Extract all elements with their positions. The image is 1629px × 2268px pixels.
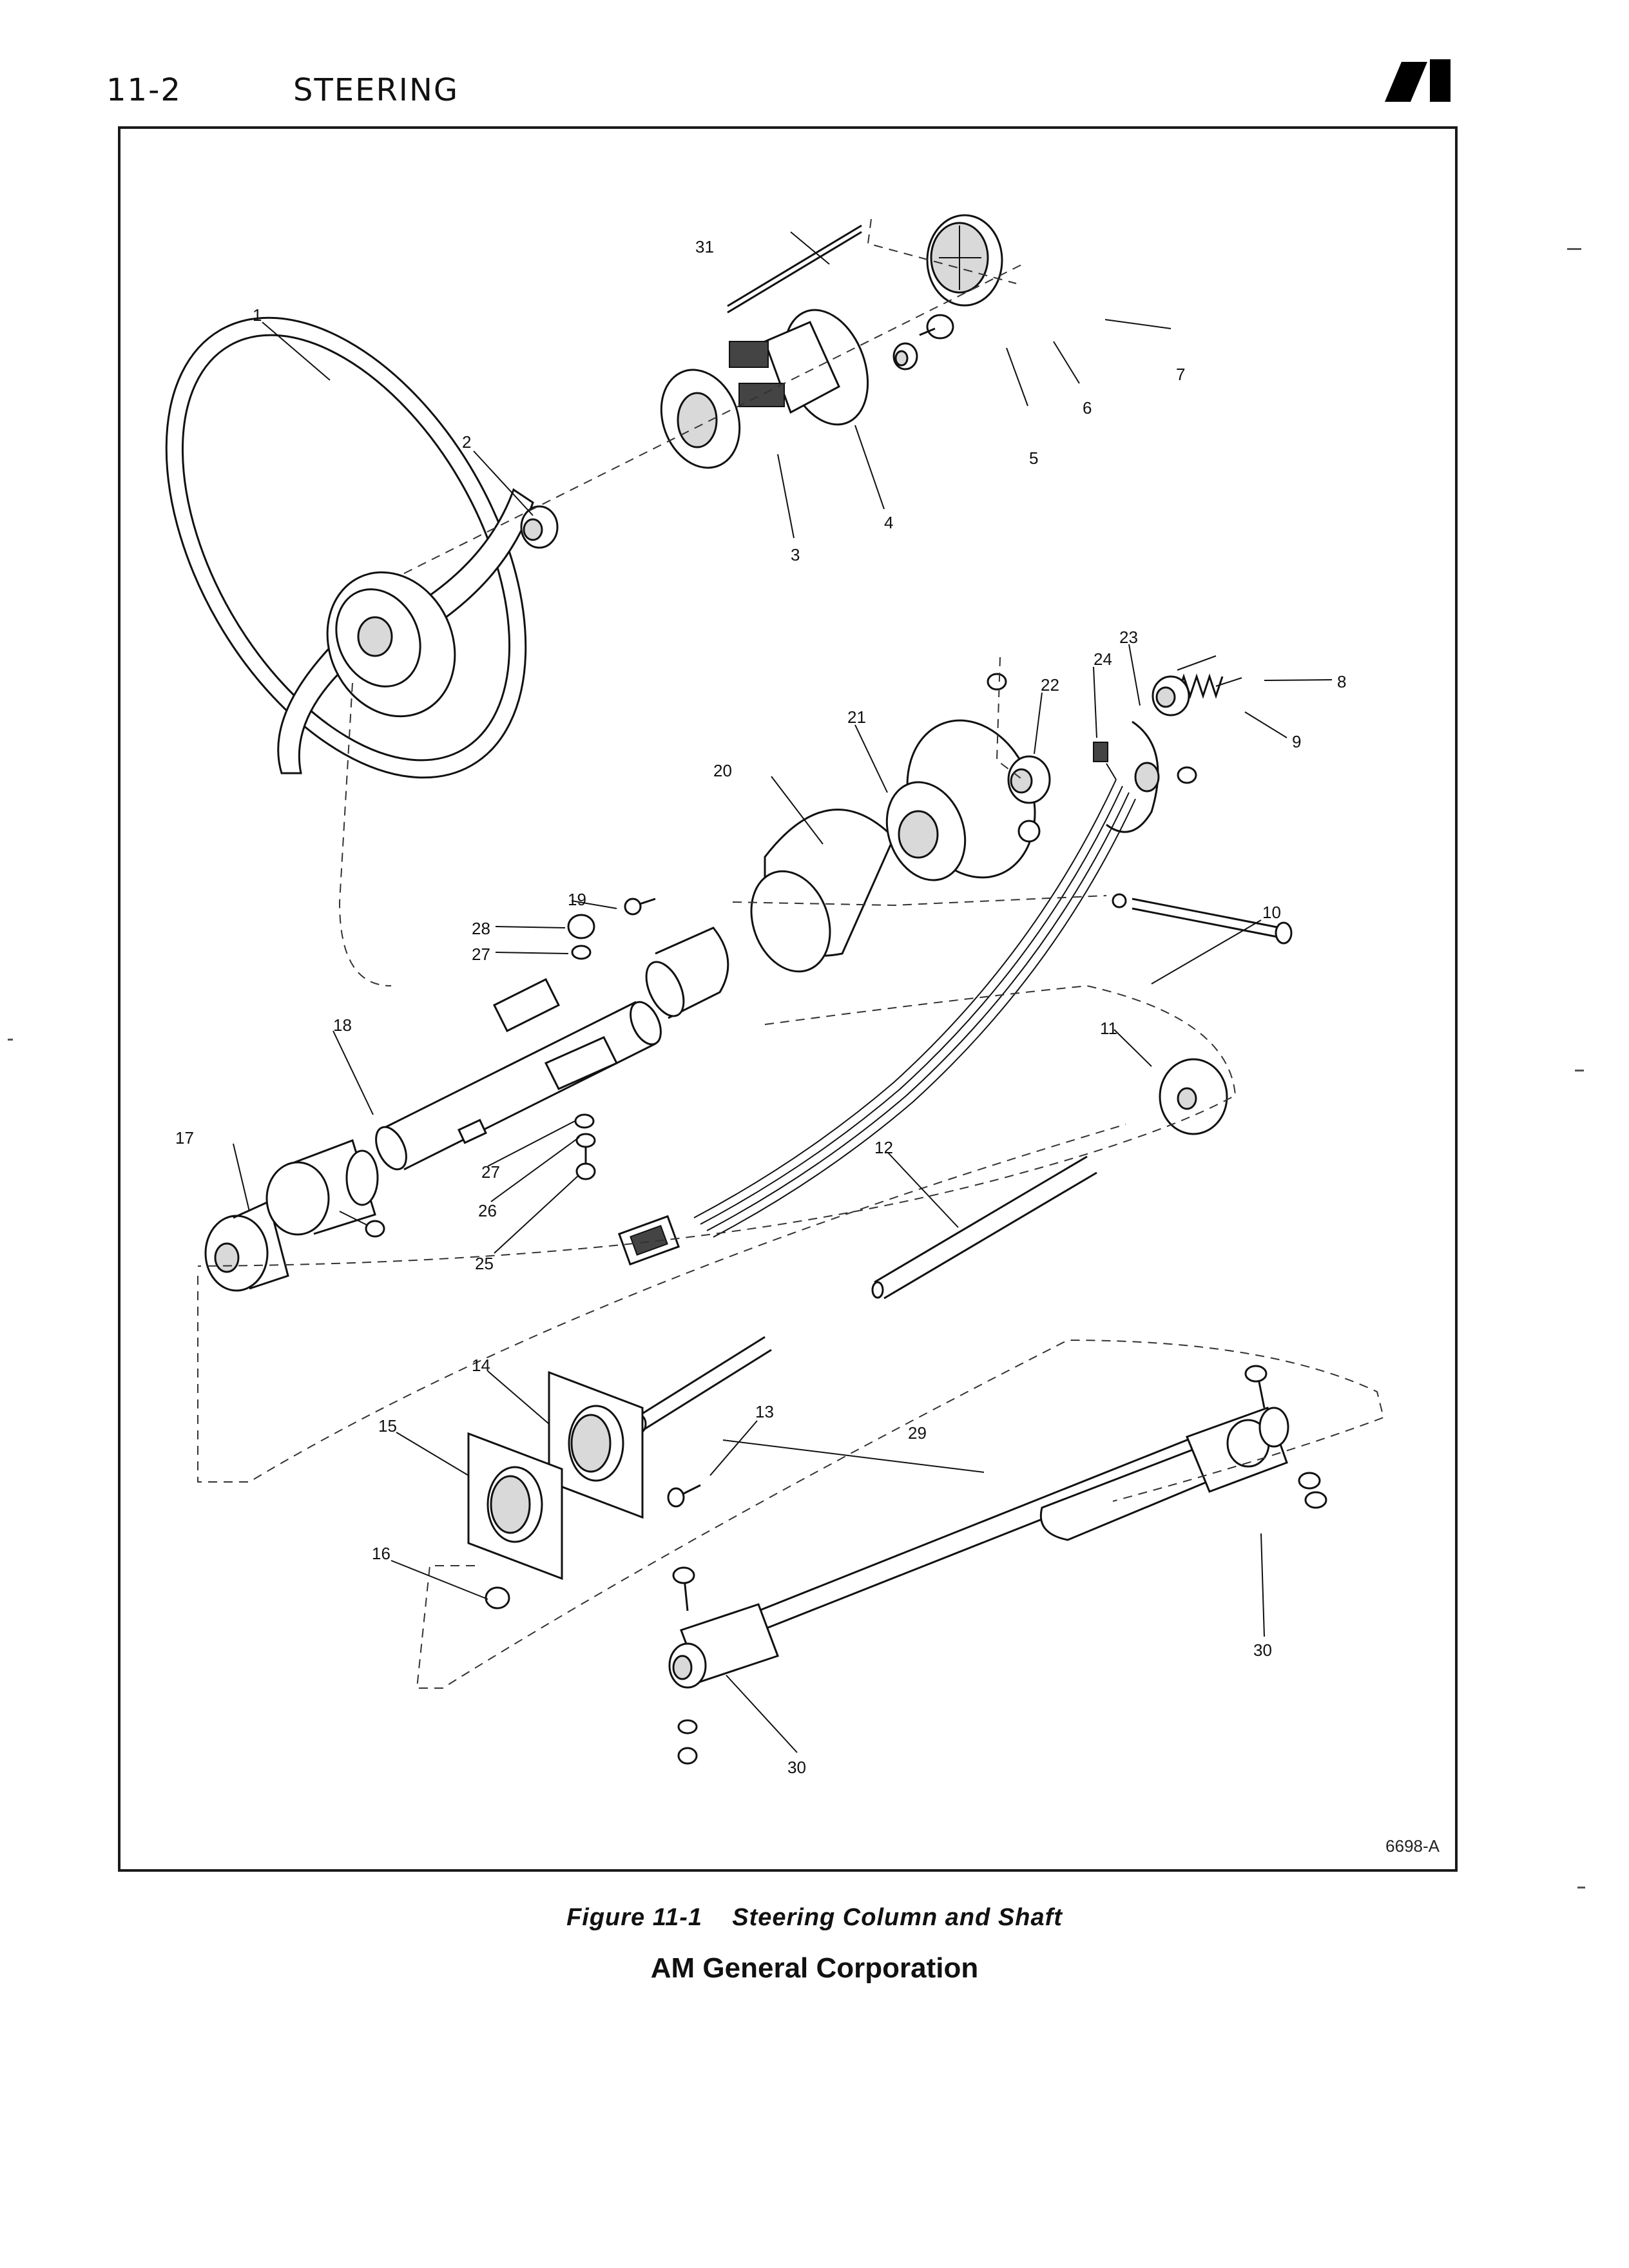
- column-cover: [750, 809, 895, 973]
- callout-15: 15: [378, 1416, 397, 1436]
- cancelling-cam: [1007, 755, 1051, 804]
- callout-19: 19: [568, 890, 586, 909]
- drawing-number: 6698-A: [1385, 1836, 1440, 1856]
- callout-18: 18: [333, 1015, 352, 1035]
- callout-20: 20: [713, 761, 732, 780]
- horn-spring: [892, 342, 918, 370]
- steering-wheel-nut: [520, 505, 559, 549]
- callout-5: 5: [1029, 448, 1038, 468]
- callout-10: 10: [1262, 903, 1281, 922]
- lower-bushing: [204, 1200, 289, 1292]
- callout-31: 31: [695, 237, 714, 256]
- callout-11: 11: [1100, 1019, 1117, 1038]
- mounting-plate-upper: [548, 1370, 644, 1519]
- callout-27-lower: 27: [481, 1162, 500, 1182]
- section-title: STEERING: [293, 72, 459, 108]
- switch-connector: [1093, 742, 1108, 762]
- callout-13: 13: [755, 1402, 774, 1421]
- exploded-view-drawing: 1 2 3 4 5 6 7 8 9 10 11 12 13 14 15 16 1…: [165, 214, 1385, 1777]
- column-jacket: [375, 977, 662, 1171]
- steering-shaft: [631, 1155, 1097, 1434]
- callout-28: 28: [472, 919, 490, 938]
- bushing-adapter: [265, 1139, 385, 1238]
- plate-nut: [485, 1586, 510, 1610]
- callout-14: 14: [472, 1356, 490, 1375]
- alignment-lines: [197, 218, 1385, 1689]
- clamp-nut: [567, 914, 595, 939]
- callout-26: 26: [478, 1201, 497, 1220]
- callout-4: 4: [884, 513, 893, 532]
- callout-24: 24: [1094, 649, 1112, 669]
- callout-27-upper: 27: [472, 945, 490, 964]
- callout-30-upper: 30: [1253, 1640, 1272, 1660]
- horn-button-cup: [729, 309, 869, 426]
- upper-bearing: [1152, 675, 1190, 716]
- lower-washer: [1159, 1058, 1228, 1135]
- callout-22: 22: [1041, 675, 1059, 695]
- callout-25: 25: [475, 1254, 494, 1273]
- switch-wiring-harness: [617, 763, 1136, 1266]
- callout-8: 8: [1337, 672, 1346, 691]
- margin-mark: [1575, 1070, 1584, 1072]
- horn-wire: [727, 224, 862, 314]
- callout-6: 6: [1083, 398, 1092, 418]
- page-number: 11-2: [106, 72, 182, 108]
- figure-caption: Figure 11-1 Steering Column and Shaft: [566, 1904, 1063, 1931]
- callout-23: 23: [1119, 628, 1138, 647]
- turn-signal-switch: [1106, 720, 1197, 833]
- callout-3: 3: [791, 545, 800, 564]
- small-nut: [987, 673, 1041, 843]
- plate-bolt: [667, 1484, 701, 1508]
- clamp-lockwasher: [571, 945, 595, 1129]
- horn-button: [926, 214, 1003, 307]
- callout-29: 29: [908, 1423, 927, 1443]
- clamp-bolt-lower: [575, 1147, 596, 1180]
- figure-frame: 1 2 3 4 5 6 7 8 9 10 11 12 13 14 15 16 1…: [118, 126, 1458, 1872]
- bearing-spring: [1176, 673, 1242, 699]
- horn-button-screw: [919, 314, 954, 340]
- clamp-bolt: [624, 898, 656, 916]
- callout-16: 16: [372, 1544, 390, 1563]
- clamp-washer: [575, 1133, 596, 1148]
- callout-1: 1: [253, 305, 262, 325]
- margin-mark: [8, 1039, 13, 1041]
- universal-joint-lower: [668, 1566, 779, 1765]
- callout-12: 12: [874, 1138, 893, 1157]
- steering-wheel: [165, 316, 534, 779]
- company-name: AM General Corporation: [650, 1952, 979, 1984]
- margin-mark: [1567, 248, 1581, 250]
- callout-9: 9: [1292, 732, 1301, 751]
- margin-mark: [1577, 1887, 1585, 1888]
- column-sleeve: [645, 927, 729, 1019]
- callout-7: 7: [1176, 365, 1185, 384]
- callout-2: 2: [462, 432, 471, 452]
- callout-labels: 1 2 3 4 5 6 7 8 9 10 11 12 13 14 15 16 1…: [175, 237, 1346, 1777]
- publisher-logo-icon: [1385, 59, 1451, 102]
- universal-joint-upper: [1186, 1365, 1327, 1509]
- intermediate-shaft: [758, 1432, 1228, 1631]
- leader-lines: [233, 231, 1333, 1753]
- horn-contact-plate: [660, 369, 741, 469]
- mounting-plate-lower: [467, 1432, 563, 1581]
- callout-17: 17: [175, 1128, 194, 1148]
- callout-30-lower: 30: [787, 1758, 806, 1777]
- callout-21: 21: [847, 707, 866, 727]
